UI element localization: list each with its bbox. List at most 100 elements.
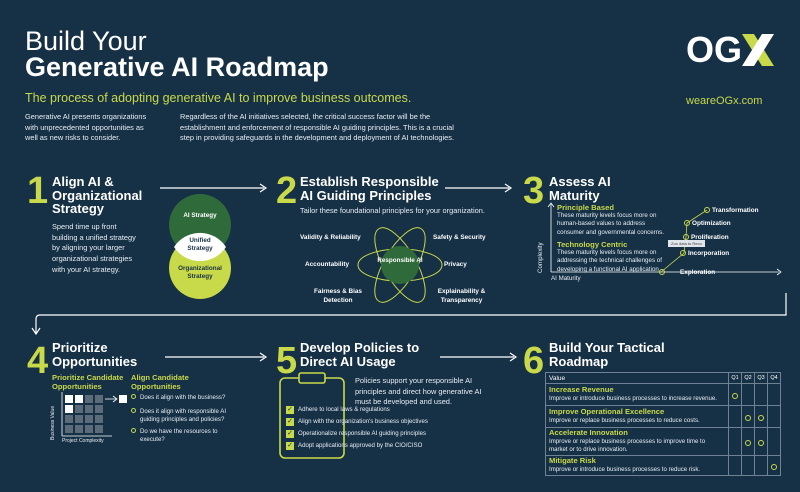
schedule-marker — [758, 414, 764, 421]
ai-strategy-label: AI Strategy — [183, 212, 217, 219]
business-value-axis-label: Business Value — [50, 405, 56, 440]
step5-number: 5 — [276, 340, 298, 382]
checkmark-icon: ✓ — [286, 430, 294, 438]
quarter-header: Q4 — [767, 372, 781, 384]
principle-validity: Validity & Reliability — [300, 234, 361, 241]
responsible-ai-label: Responsible AI — [377, 257, 423, 264]
question-3: Do we have the resources to execute? — [140, 428, 218, 443]
step4-number: 4 — [27, 340, 49, 382]
row-desc: Improve or replace business processes to… — [549, 437, 706, 453]
intro-left: Generative AI presents organizations wit… — [25, 112, 147, 143]
quarter-header: Q1 — [728, 372, 742, 384]
unified-strategy-label: Unified Strategy — [187, 237, 213, 253]
checkmark-icon: ✓ — [286, 406, 294, 414]
principle-accountability: Accountability — [305, 261, 350, 268]
ai-maturity-axis-label: AI Maturity — [551, 275, 581, 282]
exploration-dot — [659, 269, 665, 275]
technology-centric-title: Technology Centric — [557, 240, 628, 249]
policy-item: ✓ Adopt applications approved by the CIO… — [286, 440, 486, 452]
principle-based-text: These maturity levels focus more on huma… — [557, 212, 664, 236]
level-proliferation: Proliferation — [691, 234, 729, 241]
principle-explainability: Explainability & Transparency — [437, 288, 486, 305]
schedule-marker — [745, 414, 751, 421]
optimization-dot — [684, 220, 690, 226]
step6-title: Build Your Tactical Roadmap — [549, 340, 665, 369]
schedule-marker — [745, 439, 751, 446]
question-1-dot — [131, 394, 136, 399]
schedule-marker — [758, 439, 764, 446]
technology-centric-text: These maturity levels focus more on addr… — [557, 249, 662, 273]
arrow-1-2 — [160, 180, 270, 198]
intro-right: Regardless of the AI initiatives selecte… — [180, 112, 455, 143]
principle-privacy: Privacy — [444, 261, 467, 268]
step6-number: 6 — [523, 340, 545, 382]
principle-based-title: Principle Based — [557, 203, 614, 212]
question-3-dot — [131, 428, 136, 433]
svg-text:OG: OG — [686, 30, 742, 70]
policy-text: Align with the organization's business o… — [298, 418, 428, 426]
policy-item: ✓ Adhere to local laws & regulations — [286, 404, 486, 416]
row-title: Increase Revenue — [549, 385, 614, 395]
step3-title: Assess AI Maturity — [549, 174, 611, 203]
connector-3-4 — [28, 293, 790, 342]
step2-title: Establish Responsible AI Guiding Princip… — [300, 174, 439, 203]
project-complexity-axis-label: Project Complexity — [62, 438, 104, 444]
row-desc: Improve or replace business processes to… — [549, 416, 700, 424]
roadmap-row: Increase Revenue Improve or introduce bu… — [545, 383, 781, 406]
ogx-logo: OG — [686, 29, 776, 70]
row-title: Mitigate Risk — [549, 456, 596, 466]
website-link[interactable]: weareOGx.com — [686, 95, 763, 107]
arrow-2-3 — [445, 180, 515, 198]
incorporation-dot — [680, 250, 686, 256]
step5-text: Policies support your responsible AI pri… — [355, 376, 482, 407]
checkmark-icon: ✓ — [286, 418, 294, 426]
roadmap-row: Accelerate Innovation Improve or replace… — [545, 427, 781, 456]
responsible-ai-diagram — [355, 220, 445, 310]
unified-strategy-diagram — [160, 192, 240, 302]
complexity-axis-label: Complexity — [537, 242, 544, 273]
step3-number: 3 — [523, 170, 545, 212]
policy-item: ✓ Operationalize responsible AI guiding … — [286, 428, 486, 440]
step4-title: Prioritize Opportunities — [52, 340, 138, 369]
proliferation-dot — [683, 234, 689, 240]
level-optimization: Optimization — [692, 220, 731, 227]
schedule-marker — [771, 463, 777, 470]
step1-title: Align AI & Organizational Strategy — [52, 174, 143, 217]
clipboard-icon — [277, 372, 347, 460]
align-col-title: Align Candidate Opportunities — [131, 373, 189, 391]
step5-title: Develop Policies to Direct AI Usage — [300, 340, 420, 369]
roadmap-table: Value Q1 Q2 Q3 Q4 Increase Revenue Impro… — [545, 372, 781, 476]
level-transformation: Transformation — [712, 207, 759, 214]
step1-number: 1 — [27, 170, 49, 212]
schedule-marker — [732, 392, 738, 399]
row-title: Accelerate Innovation — [549, 428, 628, 438]
tooltip: Zoo data to Reco — [668, 240, 705, 247]
priority-matrix — [50, 390, 130, 440]
principle-fairness: Fairness & Bias Detection — [314, 288, 362, 305]
subtitle: The process of adopting generative AI to… — [25, 91, 412, 105]
level-exploration: Exploration — [680, 269, 716, 276]
step1-text: Spend time up front building a unified s… — [52, 222, 136, 274]
transformation-dot — [704, 207, 710, 213]
arrow-4-5 — [165, 349, 270, 367]
title-line1: Build Your — [25, 26, 147, 56]
policy-text: Operationalize responsible AI guiding pr… — [298, 430, 427, 438]
step2-number: 2 — [276, 170, 298, 212]
row-desc: Improve or introduce business processes … — [549, 465, 701, 473]
policy-list: ✓ Adhere to local laws & regulations ✓ A… — [286, 404, 486, 452]
arrow-5-6 — [440, 349, 520, 367]
quarter-header: Q3 — [754, 372, 768, 384]
org-strategy-label: Organizational Strategy — [178, 265, 222, 281]
step2-text: Tailor these foundational principles for… — [300, 206, 485, 215]
row-desc: Improve or introduce business processes … — [549, 394, 718, 402]
policy-item: ✓ Align with the organization's business… — [286, 416, 486, 428]
principle-safety: Safety & Security — [433, 234, 486, 241]
policy-text: Adhere to local laws & regulations — [298, 406, 390, 414]
row-title: Improve Operational Excellence — [549, 407, 665, 417]
level-incorporation: Incorporation — [688, 250, 730, 257]
quarter-header: Q2 — [741, 372, 755, 384]
value-header: Value — [545, 372, 729, 384]
question-2-dot — [131, 408, 136, 413]
prioritize-col-title: Prioritize Candidate Opportunities — [52, 373, 124, 391]
question-1: Does it align with the business? — [140, 394, 226, 401]
